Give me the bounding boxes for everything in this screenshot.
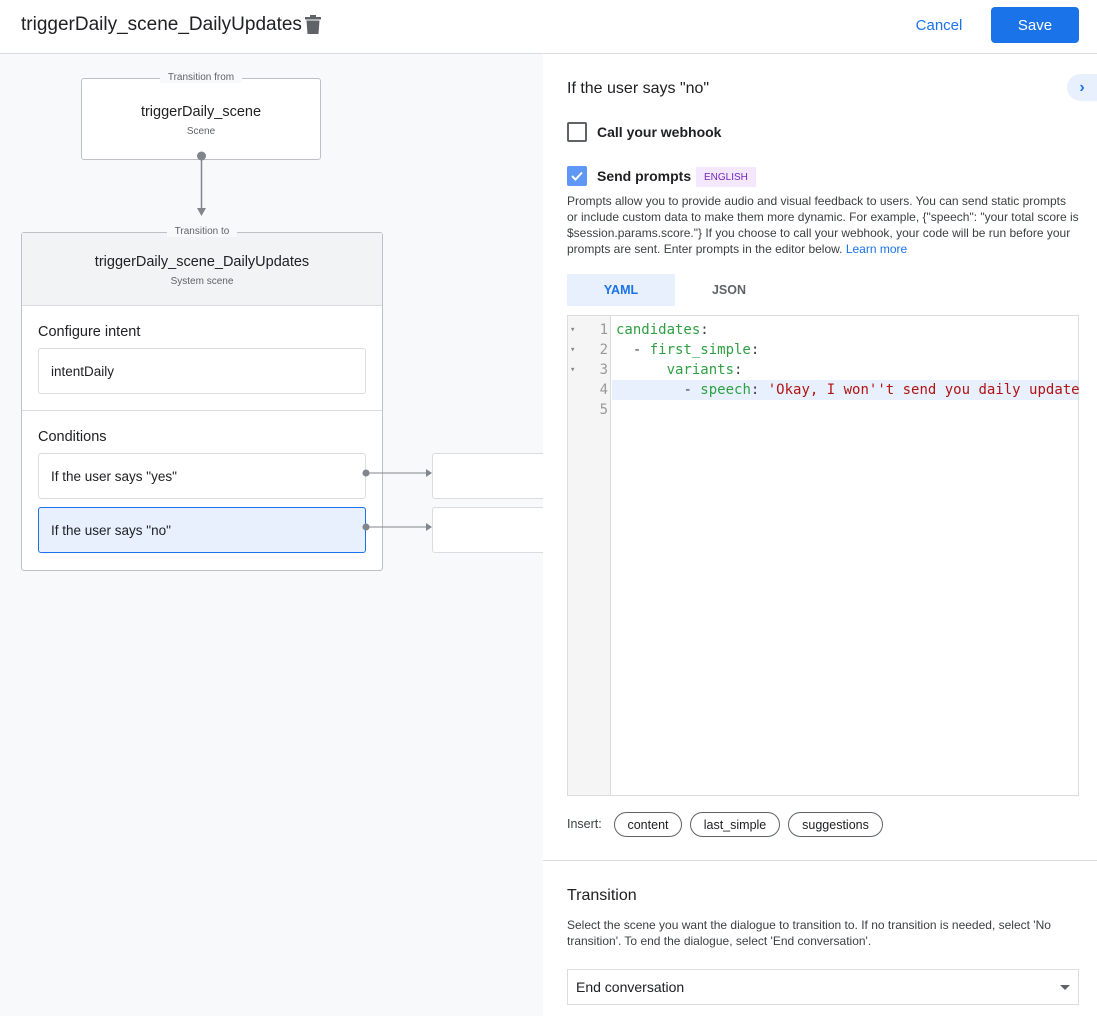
code-key: candidates	[616, 322, 701, 338]
trash-icon[interactable]	[305, 15, 321, 34]
tab-yaml[interactable]: YAML	[567, 274, 675, 306]
transition-heading: Transition	[567, 887, 637, 904]
learn-more-link[interactable]: Learn more	[845, 242, 908, 256]
prompts-label: Send prompts	[597, 168, 692, 184]
webhook-checkbox[interactable]	[567, 122, 587, 142]
code-dash: -	[683, 382, 701, 398]
line-number: 3	[599, 362, 608, 378]
active-line-highlight	[612, 380, 1078, 400]
code-line: - speech: 'Okay, I won''t send you daily…	[616, 380, 1080, 400]
header: triggerDaily_scene_DailyUpdates Cancel S…	[0, 0, 1097, 54]
transition-from-node[interactable]: Transition from triggerDaily_scene Scene	[81, 72, 321, 160]
code-indent	[616, 342, 633, 358]
code-dash: -	[632, 342, 650, 358]
insert-label: Insert:	[567, 817, 602, 831]
check-icon	[571, 171, 583, 181]
chevron-right-icon[interactable]: ›	[1067, 74, 1097, 101]
prompts-checkbox[interactable]	[567, 166, 587, 186]
code-indent	[616, 382, 683, 398]
connector-arrow	[197, 151, 206, 216]
language-badge: ENGLISH	[696, 167, 756, 187]
code-line: candidates:	[616, 322, 709, 338]
conditions-heading: Conditions	[38, 429, 107, 445]
prompts-description: Prompts allow you to provide audio and v…	[567, 194, 1079, 256]
transition-from-legend: Transition from	[159, 72, 243, 83]
code-editor[interactable]: ▾ 1 candidates: ▾ 2 - first_simple: ▾ 3 varian…	[567, 315, 1080, 796]
insert-chip-content[interactable]: content	[614, 812, 682, 837]
no-target-node[interactable]	[432, 507, 543, 553]
to-scene-type: System scene	[170, 276, 234, 287]
page-title: triggerDaily_scene_DailyUpdates	[21, 14, 302, 35]
fold-arrow-icon[interactable]: ▾	[570, 325, 576, 335]
insert-chip-suggestions[interactable]: suggestions	[788, 812, 883, 837]
line-number: 1	[599, 322, 608, 338]
code-key: variants	[666, 362, 735, 378]
transition-description: Select the scene you want the dialogue t…	[567, 918, 1051, 948]
tab-json[interactable]: JSON	[711, 283, 747, 297]
intent-box[interactable]: intentDaily	[38, 348, 366, 394]
line-number: 4	[599, 382, 608, 398]
from-scene-type: Scene	[186, 126, 216, 137]
transition-select-value: End conversation	[576, 979, 685, 995]
webhook-label: Call your webhook	[597, 124, 722, 140]
code-line: variants:	[616, 360, 743, 380]
cancel-button[interactable]: Cancel	[915, 16, 963, 34]
transition-to-node: Transition to triggerDaily_scene_DailyUp…	[21, 226, 383, 571]
insert-chip-last-simple[interactable]: last_simple	[690, 812, 780, 837]
code-value: 'Okay, I won''t send you daily update	[759, 382, 1080, 398]
code-key: speech	[700, 382, 751, 398]
condition-connectors	[362, 469, 432, 531]
panel-heading: If the user says "no"	[567, 80, 710, 97]
transition-select[interactable]: End conversation	[567, 969, 1079, 1005]
fold-arrow-icon[interactable]: ▾	[570, 345, 576, 355]
yes-target-node[interactable]	[432, 453, 543, 499]
condition-panel	[543, 54, 1097, 1016]
save-button[interactable]: Save	[991, 7, 1079, 43]
line-number: 5	[599, 402, 608, 418]
transition-to-legend: Transition to	[166, 226, 238, 237]
code-key: first_simple	[649, 342, 751, 358]
configure-intent-heading: Configure intent	[38, 324, 141, 340]
to-scene-name: triggerDaily_scene_DailyUpdates	[94, 254, 310, 270]
condition-yes[interactable]: If the user says "yes"	[38, 453, 366, 499]
code-line: - first_simple:	[616, 340, 759, 360]
dropdown-arrow-icon	[1060, 985, 1070, 995]
code-indent	[616, 362, 667, 378]
fold-arrow-icon[interactable]: ▾	[570, 365, 576, 375]
condition-no[interactable]: If the user says "no"	[38, 507, 366, 553]
from-scene-name: triggerDaily_scene	[140, 104, 262, 120]
scene-canvas: Transition from triggerDaily_scene Scene…	[0, 54, 543, 1016]
line-number: 2	[599, 342, 608, 358]
